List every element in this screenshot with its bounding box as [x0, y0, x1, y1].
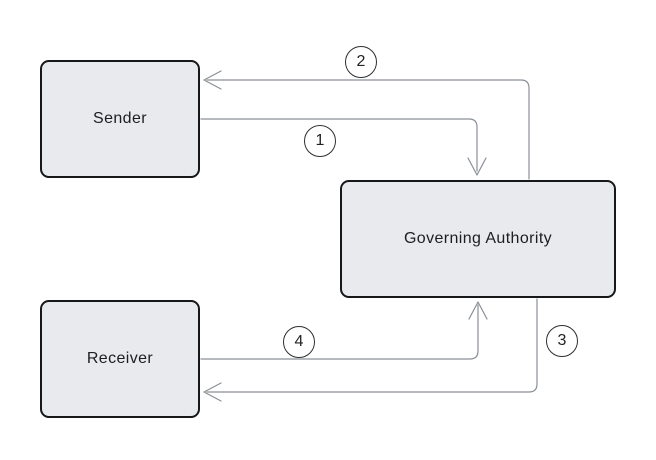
connector-2-line: [206, 79, 530, 180]
connector-2-arrowhead: [203, 70, 222, 90]
step-badge-2: 2: [345, 46, 377, 78]
connector-4-line: [200, 304, 479, 360]
step-badge-4-number: 4: [294, 333, 304, 350]
node-sender: Sender: [40, 60, 200, 178]
connector-3-arrowhead: [203, 382, 222, 402]
node-sender-label: Sender: [93, 110, 147, 127]
node-receiver-label: Receiver: [86, 350, 154, 367]
step-badge-1: 1: [304, 125, 336, 157]
node-governing-authority-label: Governing Authority: [403, 230, 553, 247]
connector-4-arrowhead: [468, 301, 488, 320]
step-badge-3-number: 3: [557, 332, 567, 349]
node-governing-authority: Governing Authority: [340, 180, 616, 298]
node-receiver: Receiver: [40, 300, 200, 418]
connector-3-line: [206, 298, 538, 393]
connector-1-line: [200, 118, 478, 172]
step-badge-1-number: 1: [315, 132, 325, 149]
step-badge-4: 4: [283, 326, 315, 358]
connector-1-arrowhead: [467, 157, 487, 176]
step-badge-3: 3: [546, 325, 578, 357]
step-badge-2-number: 2: [356, 53, 366, 70]
